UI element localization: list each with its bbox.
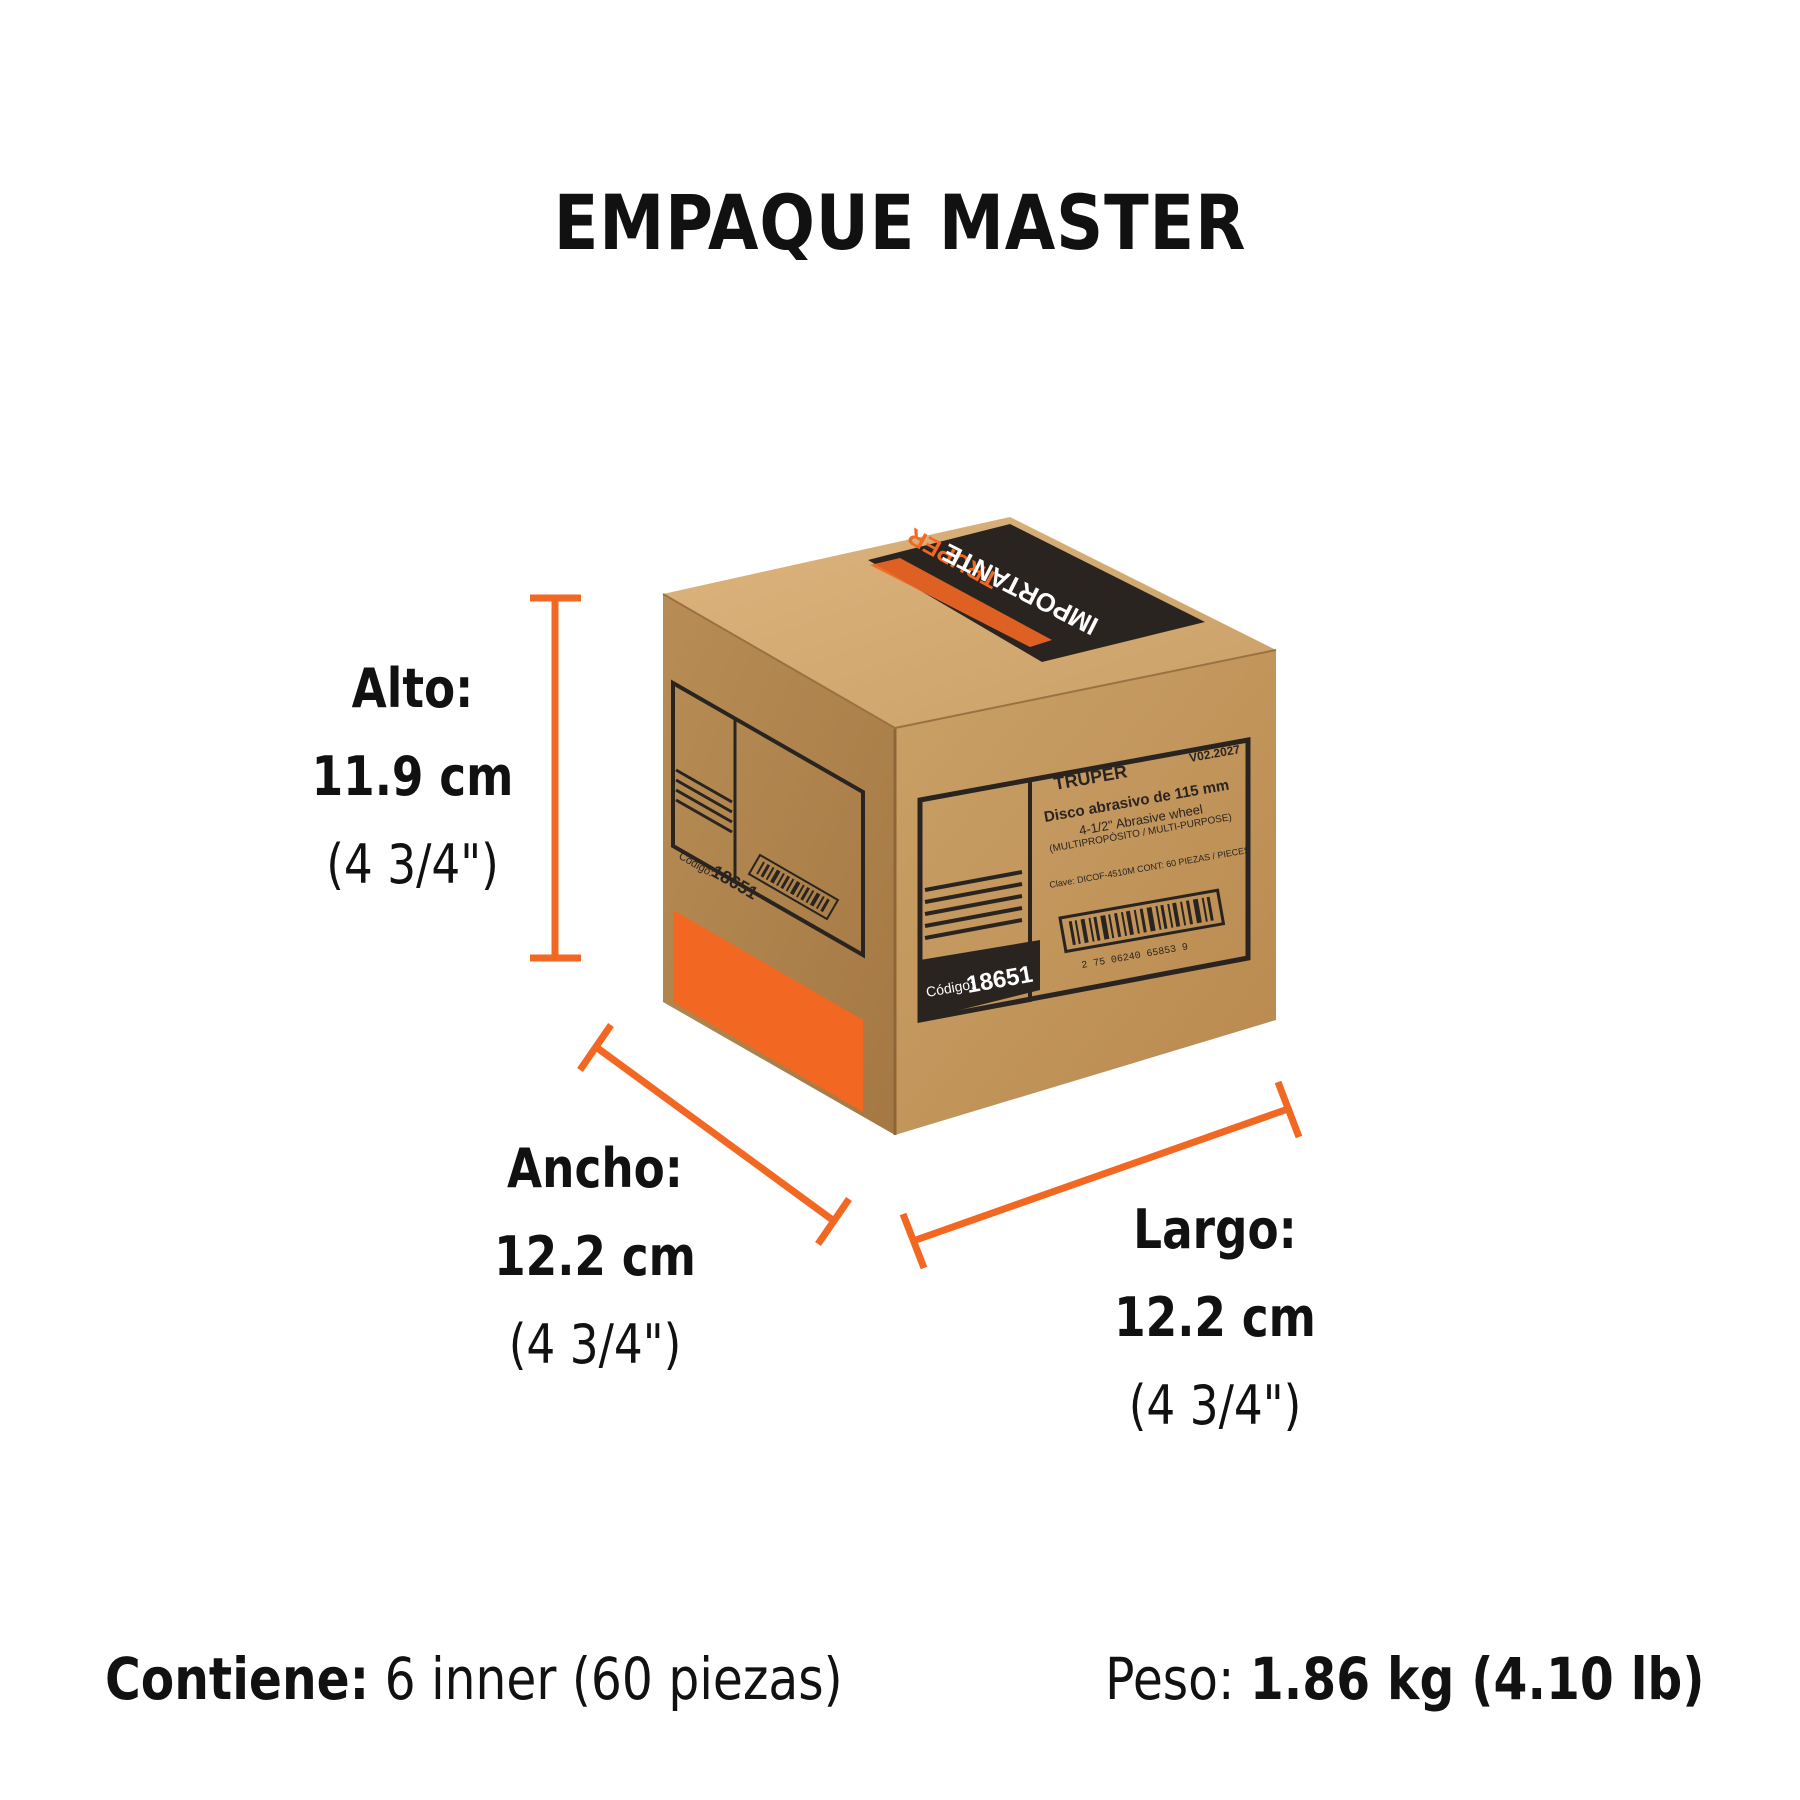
- box-top-face: [663, 517, 1276, 728]
- contents-value: 6 inner (60 piezas): [384, 1645, 843, 1713]
- barcode: [1058, 888, 1226, 954]
- width-title: Ancho:: [507, 1137, 683, 1200]
- width-metric: 12.2 cm: [494, 1225, 696, 1288]
- height-dimension-line: [530, 594, 581, 962]
- weight-info: Peso: 1.86 kg (4.10 lb): [1106, 1645, 1705, 1713]
- length-label: Largo: 12.2 cm (4 3/4"): [1097, 1186, 1332, 1450]
- security-tape: [868, 524, 1205, 662]
- box-front-face: [895, 650, 1276, 1135]
- length-metric: 12.2 cm: [1114, 1286, 1316, 1349]
- weight-label: Peso:: [1105, 1645, 1235, 1713]
- side-orange-patch: [673, 910, 863, 1112]
- width-imperial: (4 3/4"): [508, 1313, 682, 1376]
- width-dimension-line: [577, 1023, 852, 1246]
- length-imperial: (4 3/4"): [1128, 1374, 1302, 1437]
- contents-info: Contiene: 6 inner (60 piezas): [105, 1645, 843, 1713]
- contents-label: Contiene:: [105, 1645, 370, 1713]
- length-title: Largo:: [1133, 1198, 1297, 1261]
- height-label: Alto: 11.9 cm (4 3/4"): [293, 645, 532, 909]
- height-metric: 11.9 cm: [311, 745, 514, 808]
- height-title: Alto:: [351, 657, 474, 720]
- side-barcode: [747, 853, 840, 921]
- weight-value: 1.86 kg (4.10 lb): [1250, 1645, 1705, 1713]
- height-imperial: (4 3/4"): [326, 833, 499, 896]
- page-title: EMPAQUE MASTER: [553, 178, 1247, 267]
- width-label: Ancho: 12.2 cm (4 3/4"): [477, 1125, 712, 1389]
- length-dimension-line: [899, 1080, 1303, 1270]
- cardboard-box: TRUPER IMPORTANTE Código: 18651 TRUPER V…: [662, 517, 1277, 1135]
